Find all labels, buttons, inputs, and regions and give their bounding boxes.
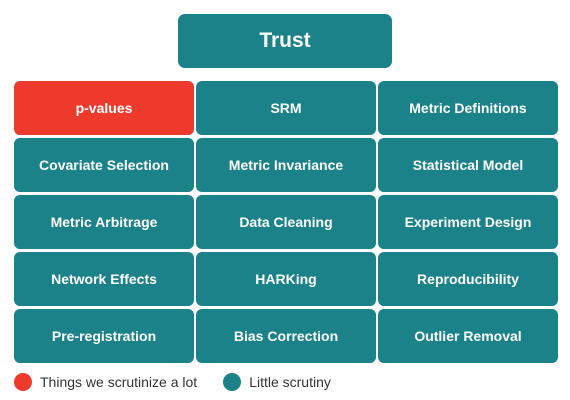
legend-item-low-scrutiny: Little scrutiny bbox=[223, 373, 331, 391]
topic-cell: Pre-registration bbox=[14, 309, 194, 363]
red-circle-icon bbox=[14, 373, 32, 391]
legend-label: Things we scrutinize a lot bbox=[40, 374, 198, 390]
topic-cell: Reproducibility bbox=[378, 252, 558, 306]
topic-cell: Covariate Selection bbox=[14, 138, 194, 192]
legend: Things we scrutinize a lot Little scruti… bbox=[14, 371, 357, 393]
topic-grid: p-values SRM Metric Definitions Covariat… bbox=[14, 81, 558, 363]
topic-cell: Metric Invariance bbox=[196, 138, 376, 192]
topic-cell: Statistical Model bbox=[378, 138, 558, 192]
topic-cell: Metric Definitions bbox=[378, 81, 558, 135]
topic-cell: Network Effects bbox=[14, 252, 194, 306]
topic-cell: p-values bbox=[14, 81, 194, 135]
topic-cell: Data Cleaning bbox=[196, 195, 376, 249]
topic-cell: Outlier Removal bbox=[378, 309, 558, 363]
trust-title: Trust bbox=[178, 14, 392, 68]
teal-circle-icon bbox=[223, 373, 242, 391]
topic-cell: Experiment Design bbox=[378, 195, 558, 249]
topic-cell: Metric Arbitrage bbox=[14, 195, 194, 249]
topic-cell: Bias Correction bbox=[196, 309, 376, 363]
topic-cell: HARKing bbox=[196, 252, 376, 306]
legend-label: Little scrutiny bbox=[249, 374, 331, 390]
topic-cell: SRM bbox=[196, 81, 376, 135]
legend-item-high-scrutiny: Things we scrutinize a lot bbox=[14, 373, 197, 391]
